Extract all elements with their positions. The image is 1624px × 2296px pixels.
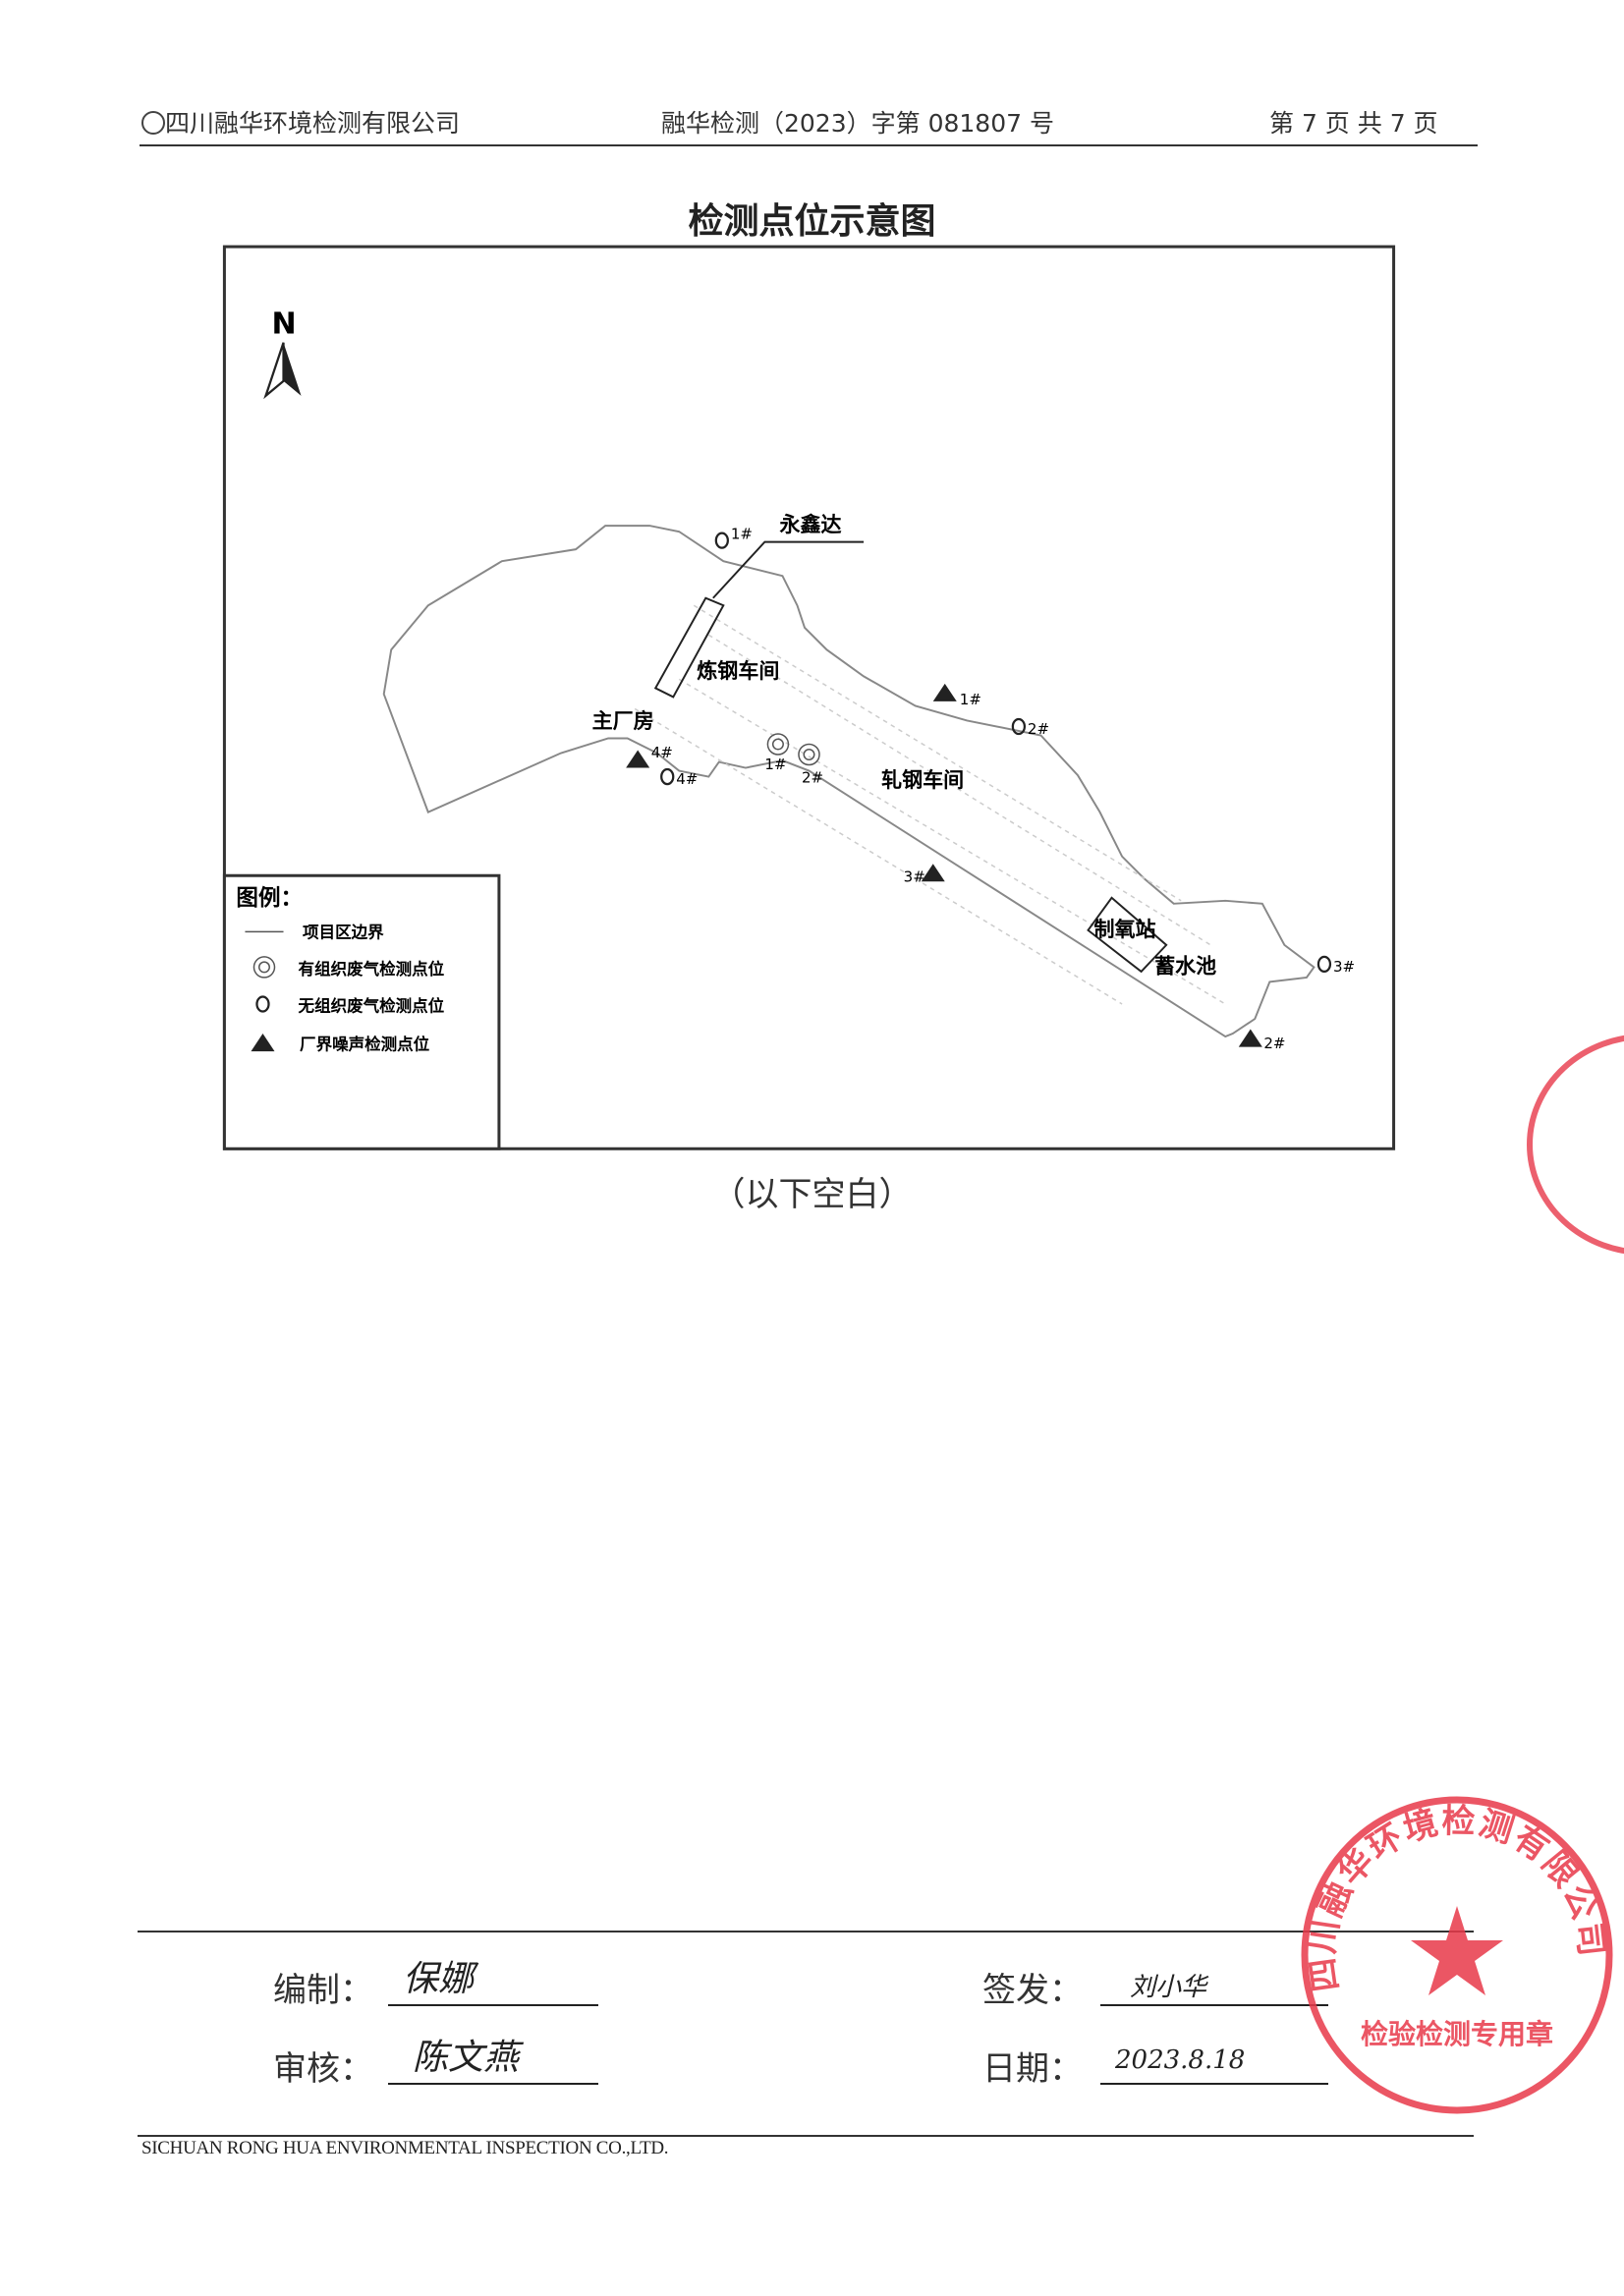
svg-text:项目区边界: 项目区边界 [303, 923, 384, 941]
label-rolling: 轧钢车间 [881, 767, 964, 792]
unorganized-point-3: 3# [1316, 955, 1355, 976]
legend-title: 图例： [236, 885, 303, 911]
internal-dashed-lines [634, 604, 1226, 1005]
unorganized-point-1: 1# [714, 526, 753, 549]
noise-point-4: 4# [626, 744, 673, 768]
svg-text:3#: 3# [1333, 958, 1355, 976]
noise-point-icon [251, 1034, 275, 1052]
svg-text:2#: 2# [1028, 720, 1049, 738]
svg-text:1#: 1# [960, 691, 981, 708]
company-seal: 四川融华环境检测有限公司 检验检测专用章 [1301, 1796, 1613, 2114]
north-label: N [272, 308, 297, 342]
unorganized-point-4: 4# [660, 767, 698, 788]
page-title: 检测点位示意图 [688, 201, 936, 242]
steelmaking-building [653, 596, 725, 699]
seal-star-icon [1411, 1906, 1503, 1995]
svg-text:有组织废气检测点位: 有组织废气检测点位 [299, 959, 445, 979]
signature-divider [138, 1931, 1474, 1932]
svg-text:无组织废气检测点位: 无组织废气检测点位 [298, 995, 445, 1015]
page-number: 第 7 页 共 7 页 [1269, 109, 1438, 138]
unorganized-point-icon [255, 995, 270, 1013]
organized-point-icon [252, 956, 276, 979]
svg-text:4#: 4# [676, 770, 698, 788]
compiled-signature: 保娜 [403, 1959, 475, 1999]
report-number: 融华检测（2023）字第 081807 号 [661, 109, 1054, 138]
svg-text:2#: 2# [1263, 1035, 1285, 1052]
organized-point-2: 2# [798, 743, 823, 787]
date-value: 2023.8.18 [1115, 2045, 1246, 2075]
svg-text:1#: 1# [764, 756, 786, 773]
company-name: 四川融华环境检测有限公司 [165, 109, 461, 138]
date-line [1100, 2083, 1328, 2085]
svg-text:厂界噪声检测点位: 厂界噪声检测点位 [300, 1035, 430, 1054]
svg-text:4#: 4# [651, 744, 673, 761]
compiled-line [388, 2004, 598, 2006]
north-arrow-icon [263, 342, 302, 400]
leader-line [712, 540, 865, 599]
unorganized-point-2: 2# [1011, 717, 1049, 738]
svg-text:检验检测专用章: 检验检测专用章 [1361, 2018, 1553, 2050]
label-pool: 蓄水池 [1154, 953, 1216, 978]
footer-company: SICHUAN RONG HUA ENVIRONMENTAL INSPECTIO… [141, 2138, 669, 2158]
label-yongxinda: 永鑫达 [778, 512, 841, 536]
issued-line [1100, 2004, 1328, 2006]
label-main-plant: 主厂房 [592, 708, 654, 733]
company-logo-icon [141, 111, 165, 135]
noise-point-2: 2# [1238, 1029, 1285, 1052]
company-header: 四川融华环境检测有限公司 [141, 104, 460, 140]
reviewed-line [388, 2083, 598, 2085]
label-oxygen: 制氧站 [1094, 917, 1156, 941]
map-legend: 图例： 项目区边界 有组织废气检测点位 无组织废气检测点位 厂界噪声检测点位 [222, 873, 501, 1150]
svg-text:1#: 1# [731, 526, 753, 543]
issued-label: 签发： [982, 1971, 1083, 2010]
issued-signature: 刘小华 [1130, 1973, 1207, 2002]
compiled-label: 编制： [273, 1971, 373, 2010]
oxygen-station-building [1087, 896, 1168, 974]
reviewed-label: 审核： [273, 2049, 373, 2089]
partial-seal [1527, 1035, 1624, 1255]
footer-divider [138, 2135, 1474, 2137]
date-label: 日期： [982, 2049, 1083, 2089]
header-divider [140, 144, 1478, 146]
reviewed-signature: 陈文燕 [413, 2038, 520, 2078]
label-steelmaking: 炼钢车间 [697, 658, 779, 683]
organized-point-1: 1# [764, 733, 790, 773]
map-frame [222, 245, 1396, 1150]
svg-text:3#: 3# [904, 868, 925, 885]
blank-note: （以下空白） [711, 1175, 913, 1214]
noise-point-1: 1# [932, 683, 981, 708]
noise-point-3: 3# [904, 864, 945, 885]
svg-text:2#: 2# [802, 769, 823, 787]
